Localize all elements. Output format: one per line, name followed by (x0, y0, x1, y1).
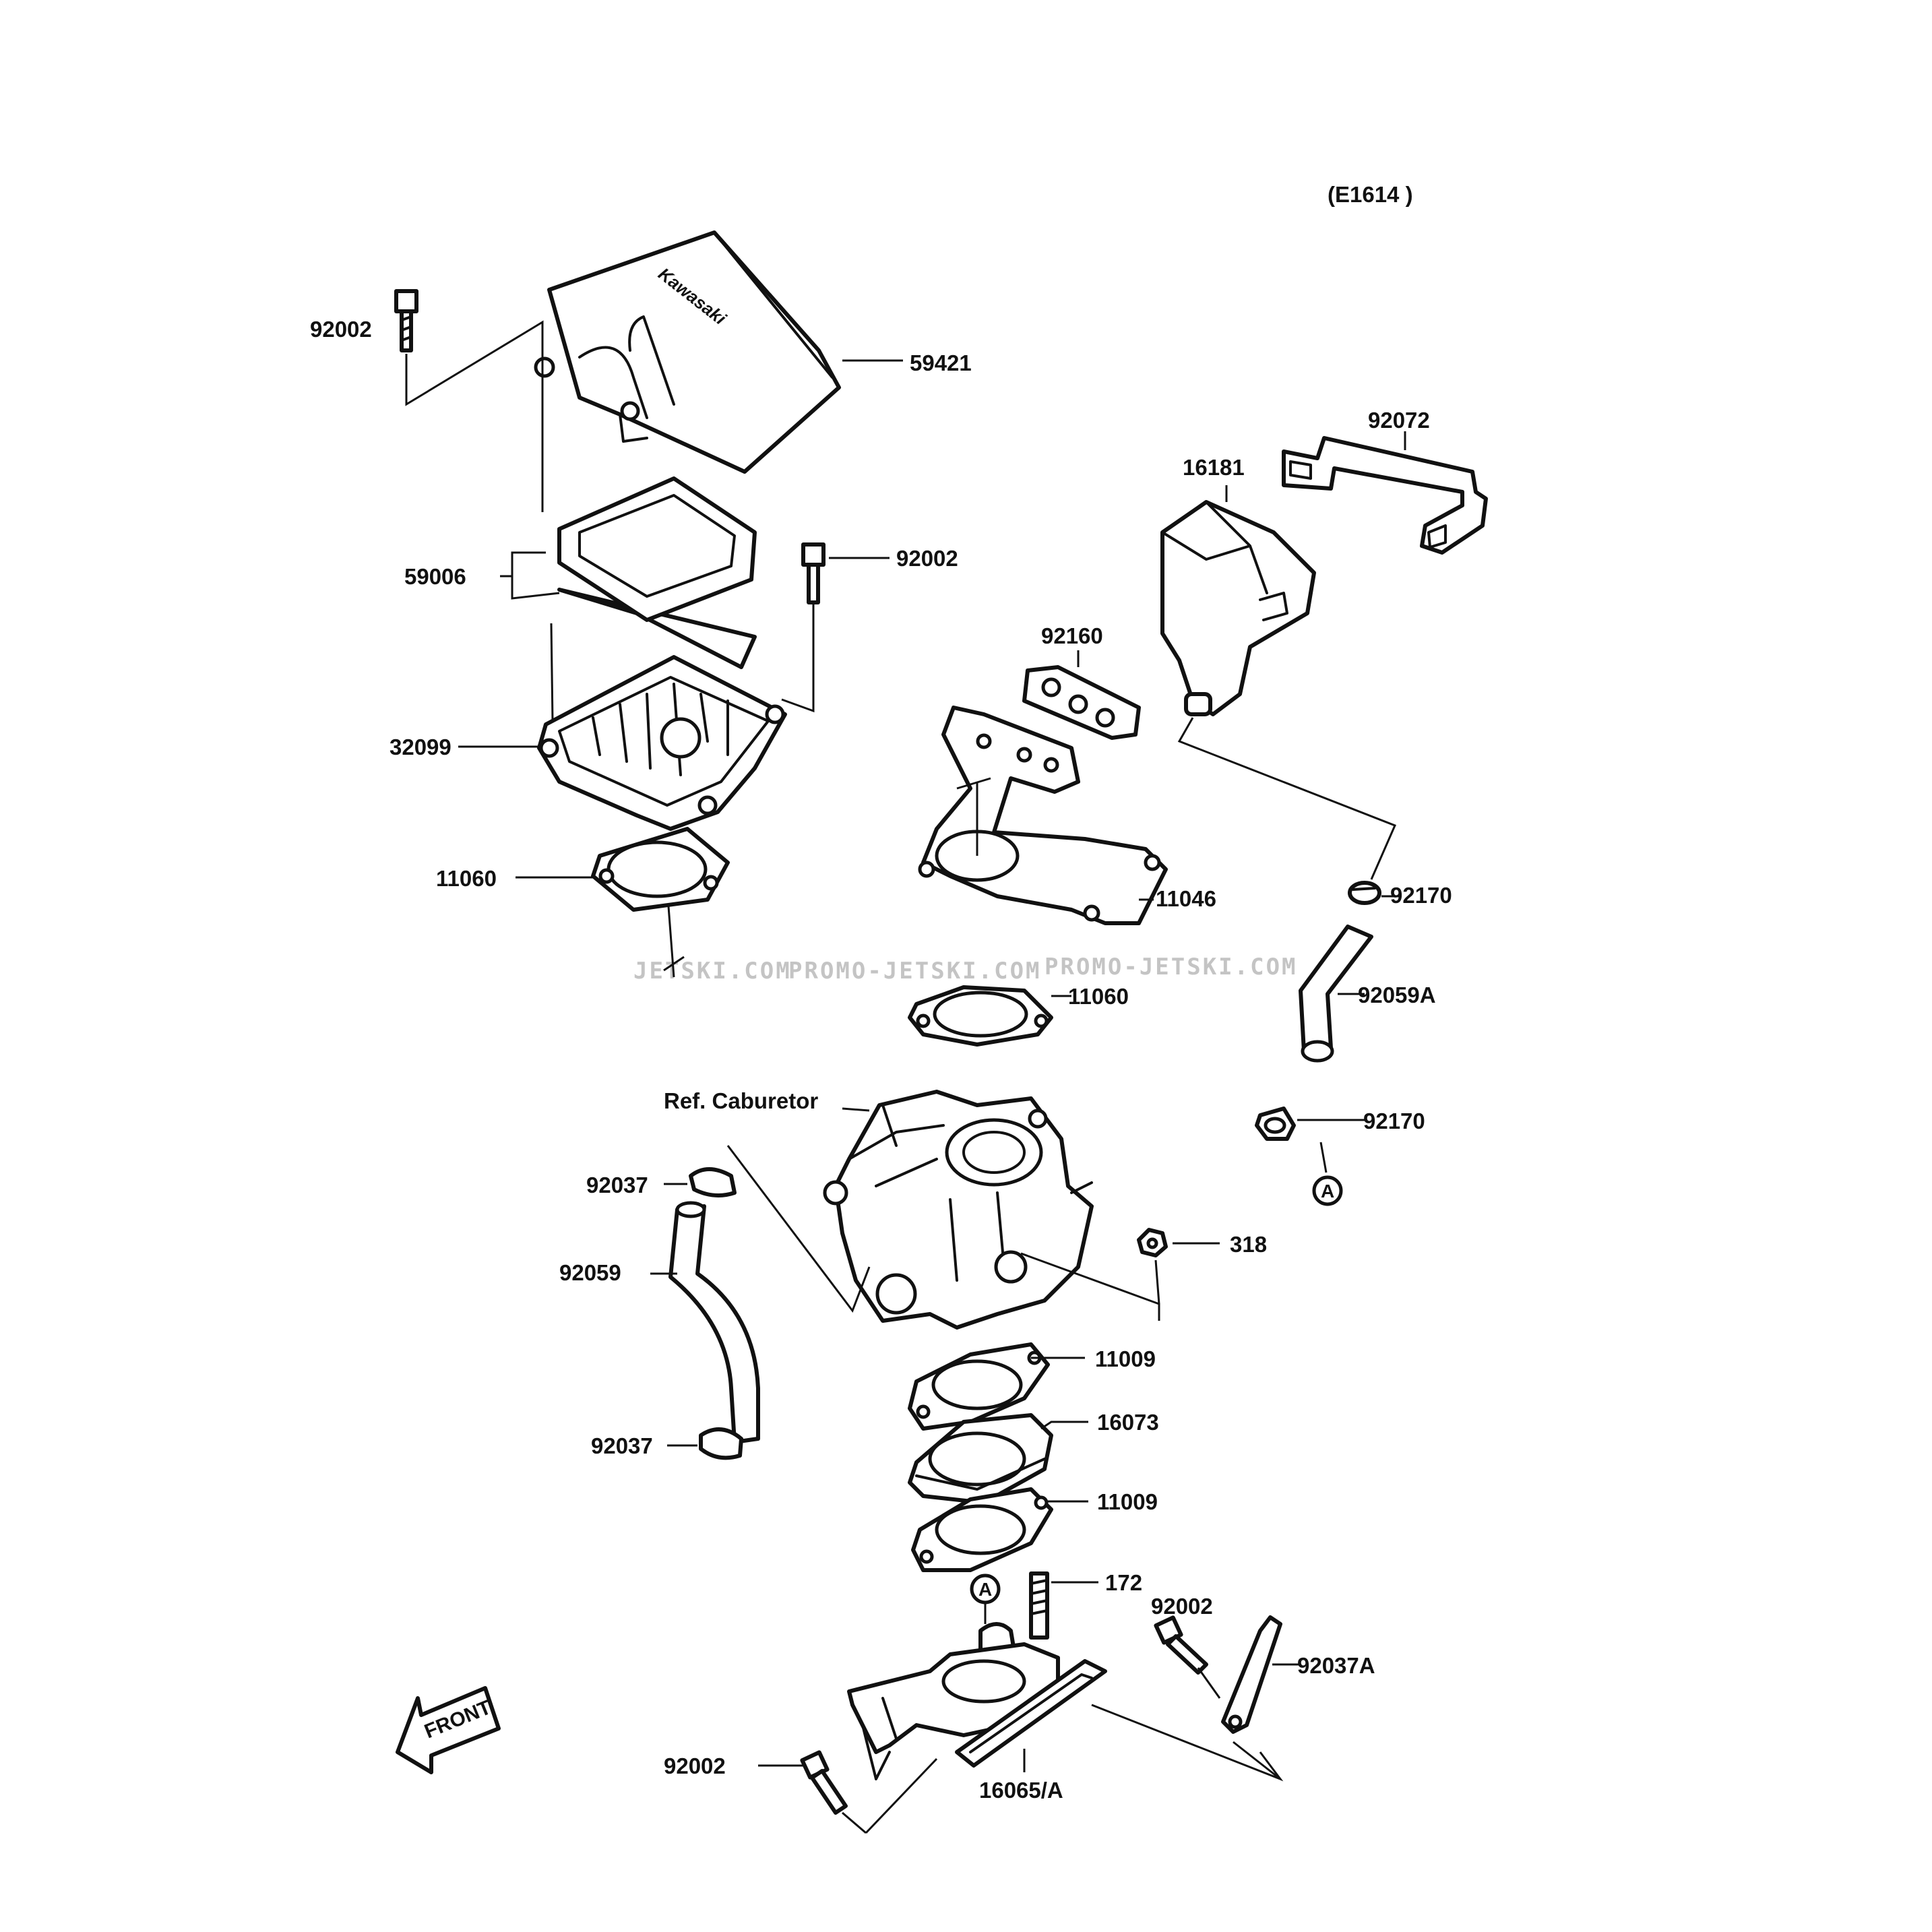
ref-code: (E1614 ) (1328, 182, 1413, 207)
label-filter: 59006 (404, 564, 466, 589)
holder-part (847, 1622, 1107, 1780)
label-stay: 11046 (1156, 886, 1216, 911)
gasket-top-part (591, 827, 730, 912)
label-bolt-bottom: 92002 (664, 1753, 726, 1778)
label-base: 32099 (389, 735, 451, 759)
tube-left-part (668, 1201, 760, 1444)
clamp-upper-part (1348, 881, 1381, 905)
gasket-lower-part (911, 1487, 1053, 1572)
clip-lower-part (699, 1427, 743, 1460)
label-gasket-lower: 11009 (1097, 1489, 1158, 1514)
label-stud: 172 (1105, 1570, 1142, 1595)
svg-text:A: A (978, 1579, 992, 1600)
plate-part (1022, 665, 1141, 740)
base-part (537, 655, 787, 831)
label-insulator: 16073 (1097, 1410, 1159, 1435)
label-band: 92037A (1297, 1653, 1375, 1678)
watermark-promo-2: PROMO-JETSKI.COM (1045, 954, 1298, 980)
bracket-part (1282, 436, 1488, 555)
label-cover: 59421 (910, 350, 972, 375)
stay-part (918, 706, 1168, 925)
nut-part (1137, 1228, 1168, 1257)
carburetor-part (823, 1090, 1094, 1330)
label-nut: 318 (1230, 1232, 1267, 1257)
label-gasket-top: 11060 (436, 866, 497, 891)
stud-part (1029, 1571, 1049, 1640)
label-gasket-mid: 11060 (1068, 984, 1129, 1009)
label-tube-right: 92059A (1358, 983, 1436, 1007)
label-tube-left: 92059 (559, 1260, 621, 1285)
insulator-part (908, 1413, 1053, 1505)
label-bolt-holder: 92002 (1151, 1594, 1213, 1619)
label-bolt-right: 92002 (896, 546, 958, 571)
bolt-cover (394, 289, 418, 352)
watermark-jetski: JETSKI.COM (633, 958, 792, 985)
band-part (1221, 1615, 1282, 1734)
bolt-holder (1154, 1615, 1208, 1675)
clamp-lower-part (1255, 1107, 1296, 1141)
label-bolt-cover: 92002 (310, 317, 372, 342)
filter-part (557, 476, 757, 669)
silencer-part (1160, 500, 1316, 716)
gasket-carb-part (908, 1342, 1050, 1431)
tube-right-part (1299, 925, 1373, 1063)
label-clip-upper: 92037 (586, 1173, 648, 1197)
label-carburetor: Ref. Caburetor (664, 1088, 818, 1113)
callout-a-lower: A (970, 1573, 1001, 1604)
label-holder: 16065/A (979, 1778, 1063, 1803)
label-silencer: 16181 (1183, 455, 1245, 480)
bolt-right (801, 542, 825, 604)
bolt-bottom (800, 1750, 848, 1815)
label-bracket: 92072 (1368, 408, 1430, 433)
label-gasket-carb: 11009 (1095, 1346, 1156, 1371)
label-clip-lower: 92037 (591, 1433, 653, 1458)
callout-a-upper: A (1312, 1175, 1343, 1206)
label-clamp-upper: 92170 (1390, 883, 1452, 908)
gasket-mid-part (908, 985, 1053, 1047)
cover-part: Kawasaki (534, 230, 841, 474)
label-plate: 92160 (1041, 623, 1103, 648)
watermark-promo-1: PROMO-JETSKI.COM (788, 958, 1042, 985)
front-arrow-icon: FRONT (396, 1686, 501, 1774)
svg-text:A: A (1321, 1181, 1334, 1202)
clip-upper-part (689, 1167, 737, 1197)
label-clamp-lower: 92170 (1363, 1109, 1425, 1133)
